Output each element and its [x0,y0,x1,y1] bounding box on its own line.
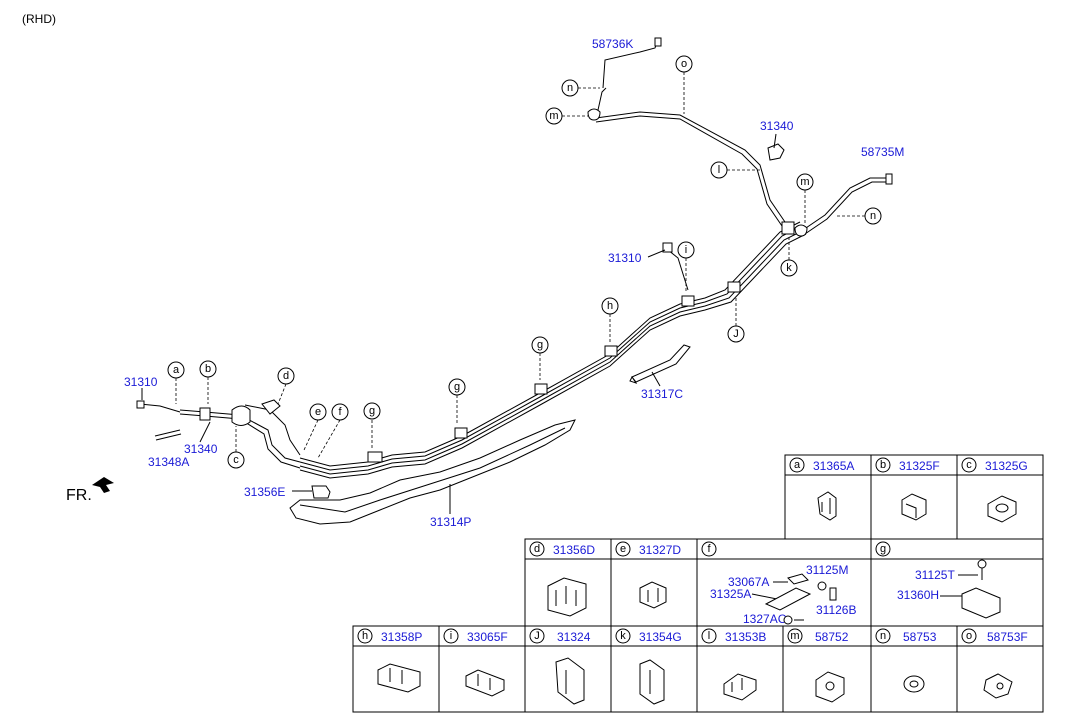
callout-58735m: 58735M [861,145,904,159]
svg-text:b: b [880,459,886,471]
svg-text:31126B: 31126B [816,603,856,617]
svg-text:c: c [233,454,239,466]
svg-text:31358P: 31358P [381,630,422,644]
svg-text:a: a [794,459,801,471]
callout-31356e: 31356E [244,485,285,499]
legend-cell-a: a 31365A [789,457,854,473]
callout-31340-left: 31340 [184,442,218,456]
legend-cell-g: g [875,541,891,557]
svg-text:i: i [685,244,687,256]
svg-text:l: l [708,630,710,642]
svg-text:g: g [369,405,375,417]
legend-cell-n: n 58753 [875,628,937,644]
svg-text:J: J [534,630,540,642]
svg-text:31356D: 31356D [553,543,595,557]
svg-text:g: g [880,543,886,555]
svg-text:n: n [567,82,573,94]
callout-31310-mid: 31310 [608,251,642,265]
legend-cell-c: c 31325G [961,457,1028,473]
svg-text:31354G: 31354G [639,630,682,644]
svg-text:k: k [786,262,792,274]
legend-cell-f: f [701,541,717,557]
svg-text:a: a [173,364,180,376]
svg-text:58753F: 58753F [987,630,1028,644]
svg-text:h: h [607,300,613,312]
legend-cell-i: i 33065F [443,628,508,644]
legend-cell-k: k 31354G [615,628,682,644]
svg-text:h: h [362,630,368,642]
svg-text:31360H: 31360H [897,588,939,602]
bracket-31356e [311,485,331,499]
svg-text:33065F: 33065F [467,630,508,644]
front-arrow: FR. [66,477,114,504]
svg-text:31353B: 31353B [725,630,766,644]
callout-31314p: 31314P [430,515,471,529]
svg-text:31327D: 31327D [639,543,681,557]
callout-31310-left: 31310 [124,375,158,389]
svg-text:31325A: 31325A [710,587,751,601]
callout-31340-top: 31340 [760,119,794,133]
svg-text:31125T: 31125T [915,568,955,582]
callout-31317c: 31317C [641,387,683,401]
svg-text:m: m [790,630,799,642]
svg-text:e: e [620,543,626,555]
svg-text:b: b [205,363,211,375]
callout-part-numbers: 58736K 58735M 31340 31310 31310 31340 31… [124,37,904,529]
callout-31348a: 31348A [148,455,189,469]
legend-part-drawings [377,491,1017,705]
svg-text:31365A: 31365A [813,459,854,473]
svg-text:l: l [718,164,720,176]
svg-text:g: g [454,381,460,393]
svg-text:d: d [283,370,289,382]
svg-text:31325F: 31325F [899,459,940,473]
svg-text:FR.: FR. [66,487,92,504]
svg-text:o: o [681,58,687,70]
legend-cell-l: l 31353B [701,628,766,644]
svg-text:31324: 31324 [557,630,591,644]
legend-cell-h: h 31358P [357,628,422,644]
rhd-note: (RHD) [22,12,56,26]
svg-text:f: f [338,406,342,418]
bracket-31317c [629,344,691,384]
fuel-line-bundle [136,37,893,479]
svg-text:1327AC: 1327AC [743,612,787,626]
legend-cell-j: J 31324 [529,628,591,644]
svg-text:f: f [707,543,711,555]
legend-sub-labels: 31125M 33067A 31325A 31126B 1327AC 31125… [710,563,978,626]
legend-cell-o: o 58753F [961,628,1028,644]
legend-cell-m: m 58752 [787,628,849,644]
svg-text:o: o [966,630,972,642]
svg-text:58753: 58753 [903,630,937,644]
callout-58736k: 58736K [592,37,633,51]
letter-circles: a b c d e f g g g h i J k [167,55,882,469]
legend-table [352,454,1044,713]
svg-text:n: n [880,630,886,642]
protector-31314p [289,419,576,525]
svg-text:58752: 58752 [815,630,849,644]
legend-cell-b: b 31325F [875,457,940,473]
svg-text:n: n [870,210,876,222]
svg-text:33067A: 33067A [728,575,769,589]
svg-text:g: g [537,339,543,351]
svg-text:J: J [733,328,739,340]
svg-text:m: m [800,176,809,188]
svg-text:c: c [966,459,972,471]
svg-text:d: d [534,543,540,555]
svg-text:31325G: 31325G [985,459,1028,473]
svg-text:m: m [549,110,558,122]
svg-text:31125M: 31125M [806,563,848,577]
svg-text:e: e [315,406,321,418]
callout-leaders [141,133,777,514]
legend-cell-e: e 31327D [615,541,681,557]
legend-cell-d: d 31356D [529,541,595,557]
svg-text:k: k [620,630,626,642]
svg-text:i: i [450,630,452,642]
